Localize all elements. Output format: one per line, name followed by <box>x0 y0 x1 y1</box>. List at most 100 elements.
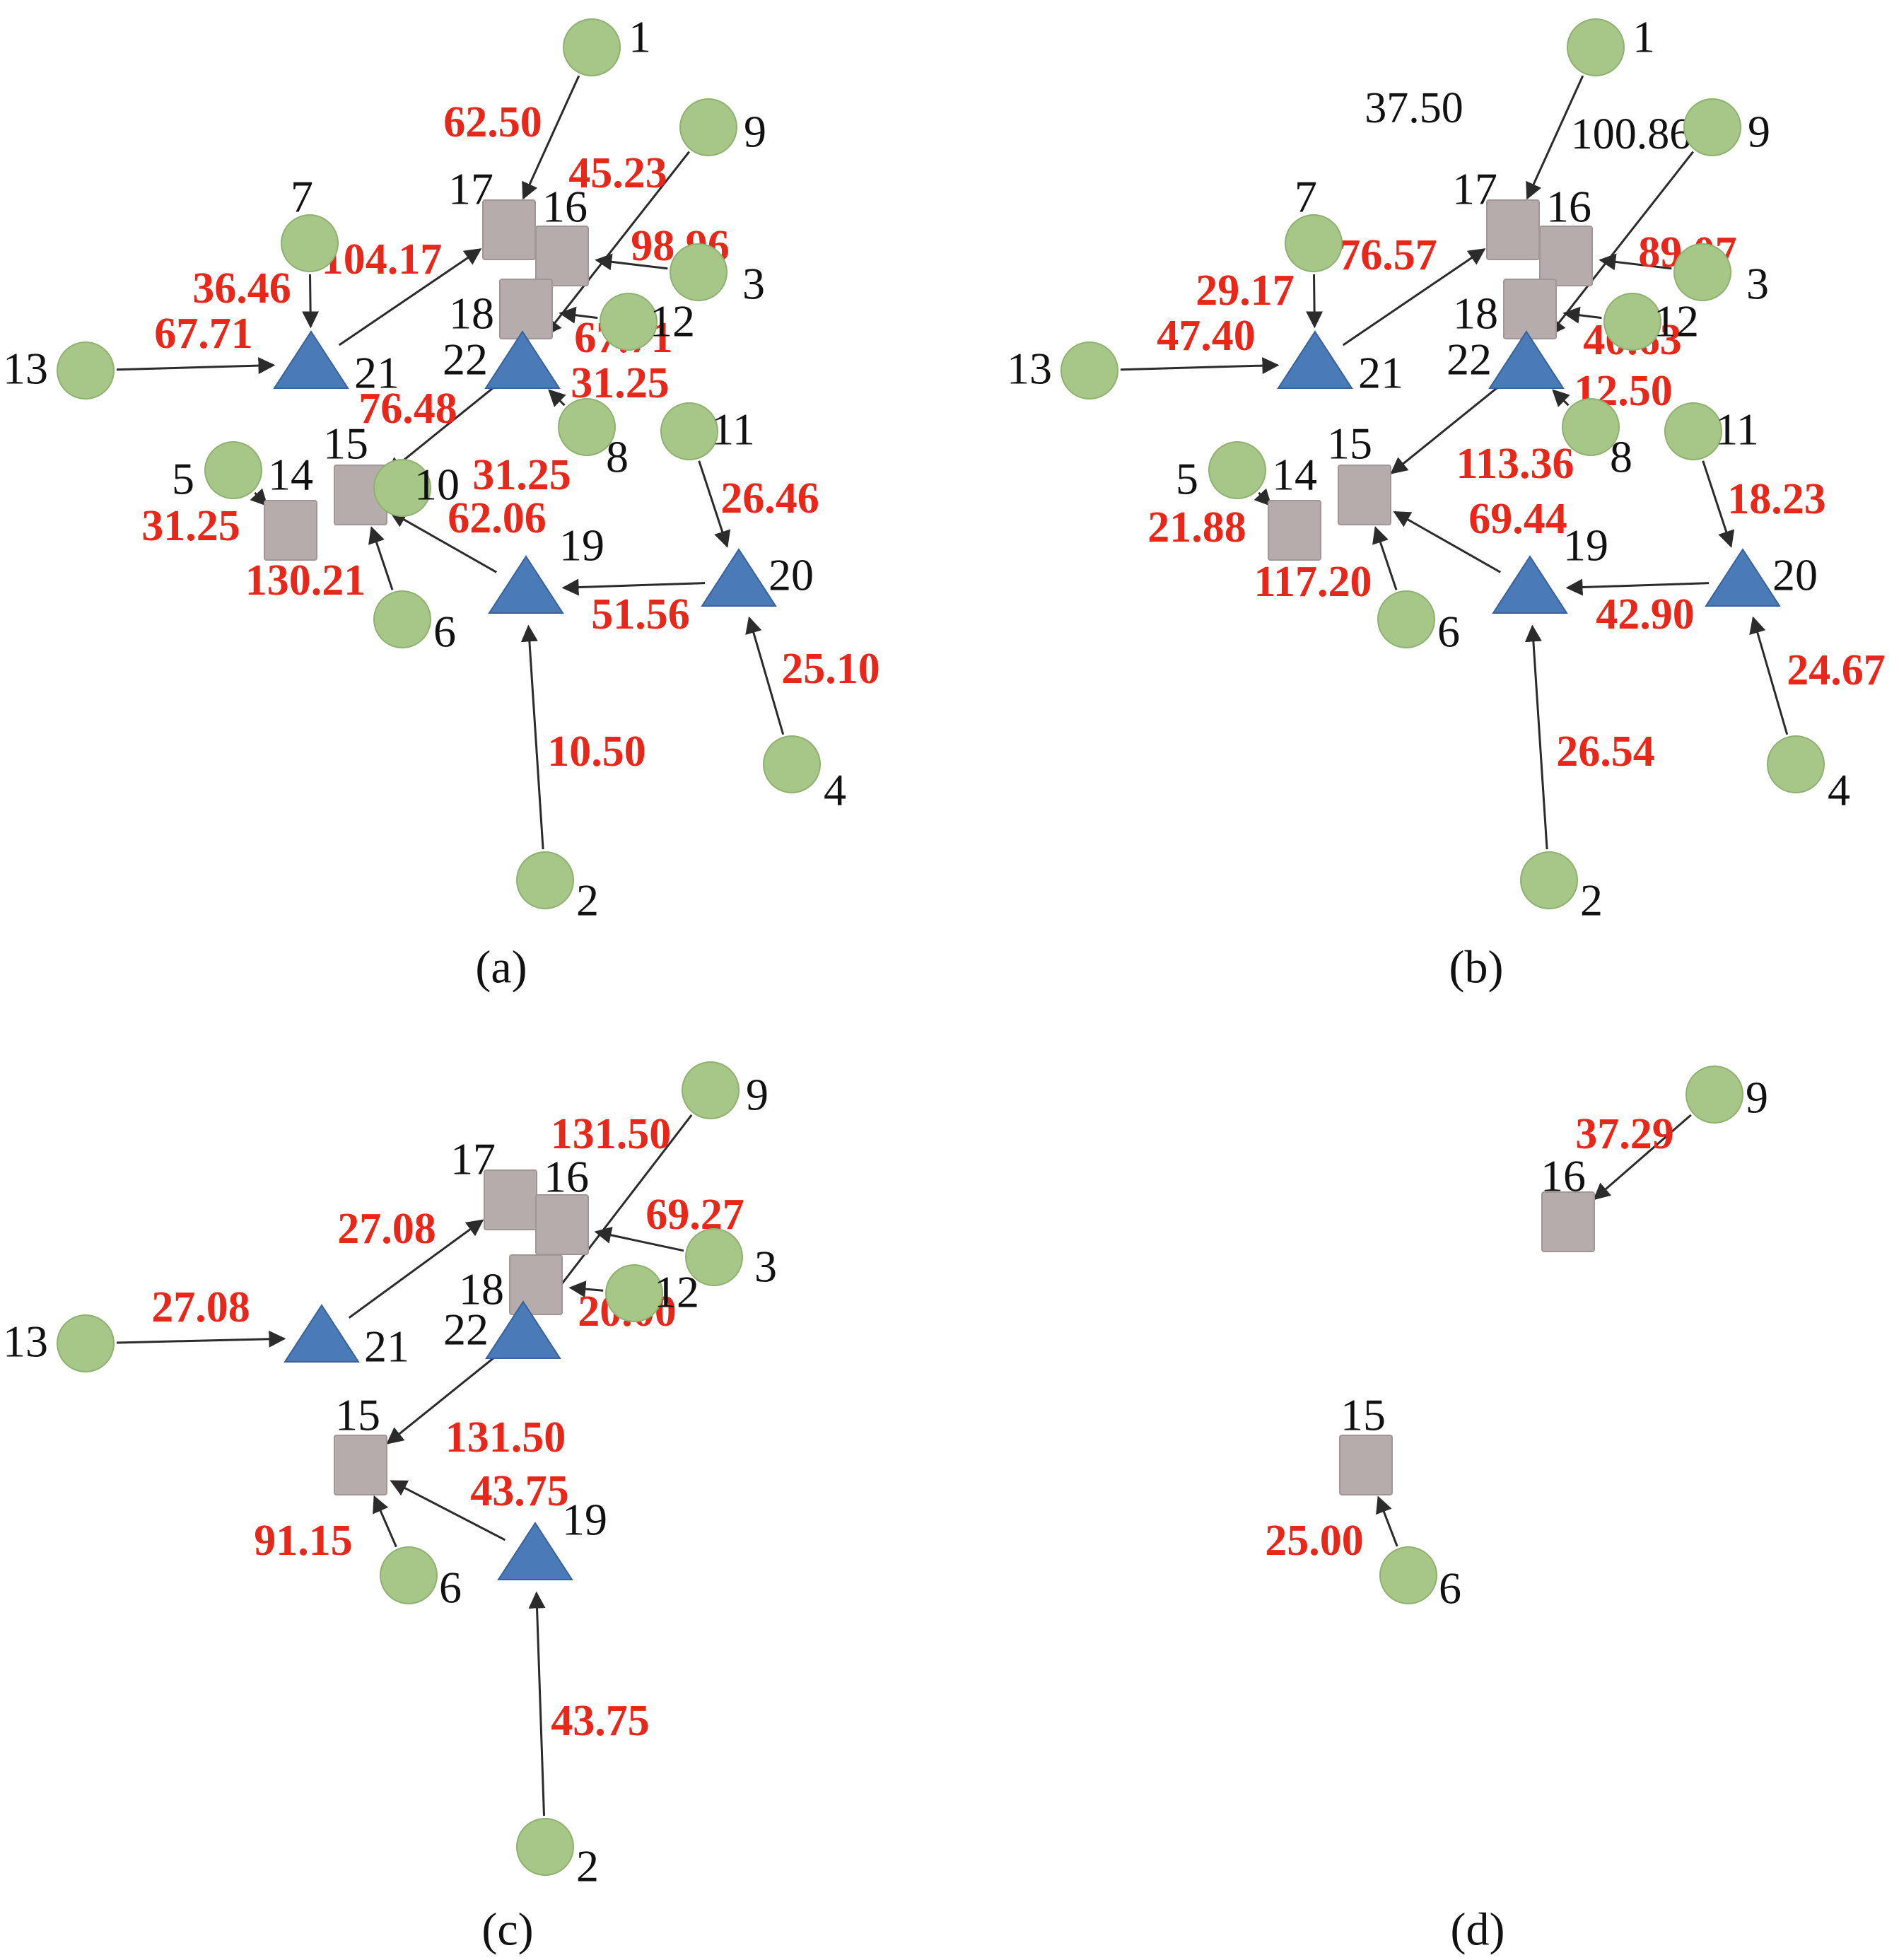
node-circle-a-6 <box>373 590 431 648</box>
node-label-b-6: 6 <box>1437 607 1460 657</box>
node-label-a-16: 16 <box>542 182 588 232</box>
edge-weight-b-4-20: 24.67 <box>1787 646 1886 694</box>
edge-weight-c-21-17: 27.08 <box>337 1205 436 1253</box>
edge-weight-a-10-15: 31.25 <box>472 451 571 499</box>
node-square-c-16 <box>535 1194 589 1255</box>
node-label-c-22: 22 <box>443 1305 489 1355</box>
node-square-c-15 <box>334 1435 387 1495</box>
node-label-b-16: 16 <box>1546 182 1591 232</box>
edge-a-13-21 <box>116 357 276 375</box>
edge-c-22-15 <box>386 1354 498 1445</box>
node-square-b-15 <box>1338 465 1391 525</box>
node-circle-c-3 <box>685 1228 743 1286</box>
node-label-c-15: 15 <box>335 1390 380 1440</box>
node-triangle-a-21 <box>273 330 349 389</box>
panel-caption-c: (c) <box>481 1904 533 1956</box>
node-label-a-11: 11 <box>711 404 755 455</box>
edge-a-19-15 <box>389 511 498 573</box>
node-circle-d-6 <box>1379 1546 1437 1604</box>
node-circle-b-7 <box>1285 214 1343 272</box>
edge-weight-a-21-17: 104.17 <box>322 235 443 284</box>
node-circle-b-5 <box>1208 441 1266 499</box>
edge-b-19-15 <box>1393 511 1502 573</box>
node-triangle-c-19 <box>497 1522 573 1580</box>
node-label-b-7: 7 <box>1295 172 1317 222</box>
edge-weight-b-11-20: 18.23 <box>1727 475 1826 523</box>
node-square-b-14 <box>1268 500 1321 561</box>
node-label-a-9: 9 <box>744 107 766 157</box>
edge-a-11-20 <box>698 460 731 548</box>
node-circle-c-12 <box>605 1264 663 1322</box>
edge-b-22-15 <box>1390 384 1501 474</box>
node-circle-d-9 <box>1685 1066 1743 1124</box>
edge-weight-b-1-17: 37.50 <box>1365 84 1463 132</box>
node-circle-a-10 <box>373 459 431 517</box>
node-label-c-18: 18 <box>459 1264 504 1314</box>
edge-b-21-17 <box>1342 248 1486 346</box>
edge-weight-c-6-15: 91.15 <box>254 1517 353 1565</box>
node-label-a-10: 10 <box>414 460 460 510</box>
node-label-b-20: 20 <box>1772 550 1818 600</box>
node-square-b-16 <box>1539 226 1593 286</box>
node-label-b-15: 15 <box>1327 419 1372 469</box>
node-circle-a-2 <box>516 851 574 909</box>
node-circle-c-13 <box>57 1314 115 1372</box>
node-triangle-b-20 <box>1705 548 1781 607</box>
panel-caption-b: (b) <box>1449 942 1504 993</box>
edge-a-8-22 <box>548 389 566 407</box>
node-circle-b-2 <box>1520 851 1578 909</box>
node-label-a-4: 4 <box>824 765 846 815</box>
node-label-c-19: 19 <box>562 1495 607 1545</box>
node-label-b-12: 12 <box>1654 296 1699 346</box>
node-circle-b-13 <box>1060 342 1118 399</box>
node-label-a-20: 20 <box>769 550 814 600</box>
edge-weight-a-13-21: 67.71 <box>154 310 253 358</box>
edge-a-12-18 <box>559 306 598 324</box>
edge-c-13-21 <box>116 1330 286 1348</box>
edge-weight-c-2-19: 43.75 <box>551 1697 650 1745</box>
node-square-b-18 <box>1503 279 1557 339</box>
node-label-b-2: 2 <box>1580 875 1603 926</box>
edge-weight-a-2-19: 10.50 <box>547 728 646 776</box>
node-triangle-b-19 <box>1492 555 1568 614</box>
edge-c-3-16 <box>594 1227 684 1252</box>
node-circle-b-3 <box>1673 243 1731 301</box>
node-label-b-4: 4 <box>1828 765 1850 815</box>
edge-b-11-20 <box>1702 460 1735 548</box>
edge-c-12-18 <box>568 1281 604 1298</box>
node-label-a-12: 12 <box>650 296 695 346</box>
node-square-d-16 <box>1541 1191 1595 1252</box>
edge-weight-a-11-20: 26.46 <box>720 474 819 523</box>
edge-weight-d-9-16: 37.29 <box>1575 1110 1674 1158</box>
node-label-d-15: 15 <box>1340 1390 1386 1440</box>
edge-a-9-22 <box>544 151 691 337</box>
node-circle-a-7 <box>281 214 339 272</box>
edge-weight-d-6-15: 25.00 <box>1265 1517 1364 1565</box>
node-circle-a-3 <box>670 243 728 301</box>
edge-a-1-17 <box>522 75 580 200</box>
node-circle-b-1 <box>1567 18 1625 76</box>
edge-a-20-19 <box>561 578 706 596</box>
edge-weight-b-9-22: 100.86 <box>1571 110 1692 158</box>
node-circle-a-4 <box>763 735 821 793</box>
node-square-d-15 <box>1339 1435 1393 1495</box>
node-triangle-b-21 <box>1277 330 1353 389</box>
edge-weight-b-13-21: 47.40 <box>1157 312 1256 360</box>
edge-a-3-16 <box>595 253 668 271</box>
edge-b-20-19 <box>1565 578 1710 596</box>
edge-weight-c-22-15: 131.50 <box>445 1413 566 1462</box>
edge-a-22-15 <box>386 384 497 474</box>
edge-b-6-15 <box>1372 526 1398 590</box>
node-circle-b-6 <box>1377 590 1435 648</box>
edge-weight-a-22-15: 76.48 <box>358 385 457 433</box>
node-triangle-b-22 <box>1488 330 1565 389</box>
node-label-c-17: 17 <box>450 1134 496 1184</box>
node-label-a-14: 14 <box>268 450 313 500</box>
edge-weight-a-7-21: 36.46 <box>192 264 291 313</box>
edge-weight-a-19-15: 62.06 <box>448 494 547 542</box>
edge-d-6-15 <box>1376 1495 1398 1547</box>
node-label-a-1: 1 <box>629 12 651 62</box>
node-triangle-a-20 <box>701 548 777 607</box>
node-circle-a-9 <box>679 98 737 156</box>
